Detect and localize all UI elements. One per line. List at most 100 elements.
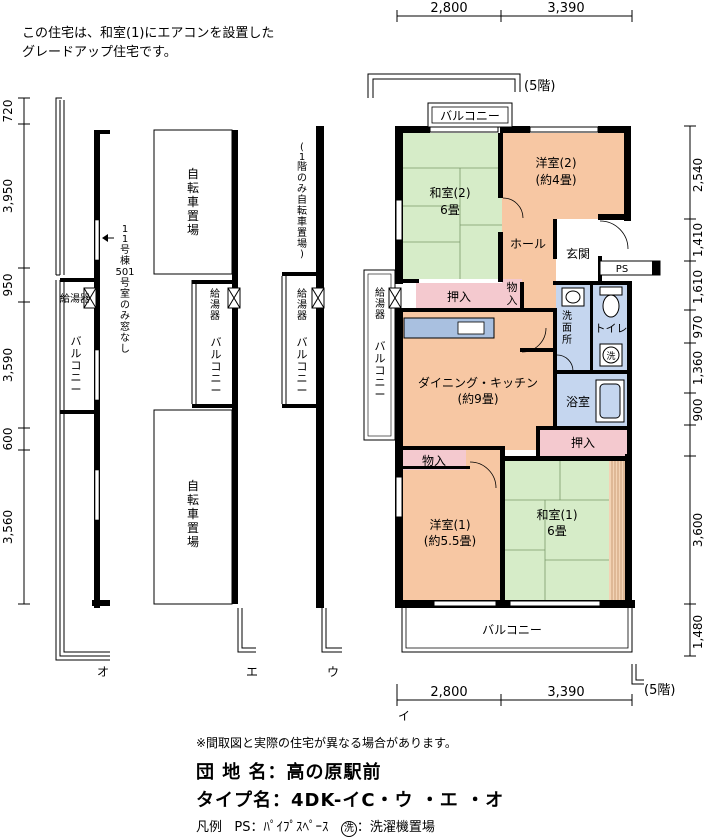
ldim-2: 3,950: [1, 179, 15, 213]
tatami-lines-1: [505, 460, 609, 600]
room-monoire1: [502, 279, 522, 311]
bathtub: [595, 379, 625, 423]
label-e: エ: [246, 665, 258, 679]
balcony-side-label-i: バルコニー: [375, 340, 386, 401]
balcony-bottom-label: バルコニー: [482, 623, 542, 637]
ldim-4: 3,590: [1, 348, 15, 382]
top-dim-b: 3,390: [547, 1, 584, 16]
monoire2-label: 物入: [422, 454, 446, 468]
tokonoma: [609, 460, 628, 600]
toilet-label: トイレ: [595, 322, 628, 335]
door-swings: [469, 197, 629, 489]
rdim-5: 1,360: [691, 351, 705, 385]
bottom-dim-b: 3,390: [547, 685, 584, 700]
dk-size: (約9畳): [458, 391, 499, 406]
room-oshiire2: [540, 429, 628, 456]
room-yoshitsu2: [502, 133, 628, 219]
rdim-4: 970: [691, 316, 705, 339]
washitsu2-size: 6畳: [440, 203, 460, 217]
washbasin: [561, 287, 585, 307]
wash-symbol: 洗: [606, 350, 615, 362]
right-dimensions: 2,540 1,410 1,610 970 1,360 900 3,600 1,…: [684, 125, 705, 657]
legend-title: 凡例: [196, 820, 223, 835]
yoshitsu2-size: (約4畳): [536, 172, 577, 187]
ldim-3: 950: [1, 274, 15, 297]
yoshitsu2-label: 洋室(2): [536, 155, 577, 170]
washing-machine-mark: 洗: [599, 343, 623, 367]
rdim-8: 1,480: [691, 615, 705, 649]
danchi-label: 団 地 名：: [196, 762, 287, 783]
bottom-roof-outline: (5階): [631, 664, 675, 698]
label-i: イ: [398, 709, 410, 723]
top-roof-outline: (5階): [367, 73, 555, 98]
unit-e: 給湯器 バルコニー 自転車置場 自転車置場 エ: [153, 129, 258, 679]
type-row: タイプ名：4DK-イC・ウ ・エ ・オ: [196, 786, 504, 812]
label-o: オ: [97, 665, 109, 679]
yoshitsu1-size: (約5.5畳): [424, 533, 476, 548]
rdim-3: 1,610: [691, 270, 705, 304]
room-monoire2: [402, 450, 466, 470]
o-kyutoki: 給湯器: [60, 292, 90, 305]
intro-text: この住宅は、和室(1)にエアコンを設置した グレードアップ住宅です。: [22, 24, 274, 62]
floor-label-top: (5階): [524, 79, 555, 94]
ldim-1: 720: [1, 100, 15, 123]
windows-top: [395, 126, 601, 607]
washitsu1-size: 6畳: [547, 524, 567, 538]
disclaimer-note: ※間取図と実際の住宅が異なる場合があります。: [196, 736, 457, 750]
kyutoki-label-i: 給湯器: [375, 286, 385, 321]
type-label: タイプ名：: [196, 790, 291, 811]
bottom-dimension: 2,800 3,390: [396, 684, 633, 706]
legend-ps: PS：ﾊﾟｲﾌﾟｽﾍﾟｰｽ: [234, 820, 329, 835]
legend-wash-icon: 洗: [340, 821, 357, 837]
label-u: ウ: [327, 665, 339, 679]
svg-text:給湯器: 給湯器: [297, 287, 307, 322]
rdim-2: 1,410: [691, 223, 705, 257]
room-labels: 和室(2) 6畳 洋室(2) (約4畳) ホール 玄関 押入 物 入 トイレ 洗…: [418, 155, 628, 548]
type-value: 4DK-イC・ウ ・エ ・オ: [291, 790, 505, 811]
rdim-6: 900: [691, 399, 705, 422]
toilet-fixture: [599, 286, 623, 318]
genkan-label: 玄関: [566, 246, 590, 261]
senmenjo-label-2: 面: [562, 323, 572, 334]
room-genkan: [556, 219, 600, 281]
balcony-top: バルコニー: [427, 102, 513, 128]
ps-label: PS: [616, 264, 628, 275]
balcony-bottom: バルコニー: [401, 608, 633, 653]
washitsu1-label: 和室(1): [537, 507, 578, 522]
rdim-1: 2,540: [691, 158, 705, 192]
danchi-row: 団 地 名：高の原駅前: [196, 758, 382, 784]
balcony-top-label: バルコニー: [440, 109, 500, 123]
dk-label: ダイニング・キッチン: [418, 375, 538, 390]
oshiire2-label: 押入: [571, 436, 595, 450]
washitsu2-label: 和室(2): [430, 185, 471, 200]
left-dimensions: 720 3,950 950 3,590 600 3,560: [1, 97, 30, 605]
svg-text:バルコニー: バルコニー: [211, 336, 222, 397]
ldim-5: 600: [1, 428, 15, 451]
monoire1-label-b: 入: [507, 294, 518, 307]
ps-box: PS: [599, 260, 661, 276]
intro-line-2: グレードアップ住宅です。: [22, 45, 177, 60]
senmenjo-label-1: 洗: [562, 310, 572, 322]
monoire1-label-a: 物: [507, 280, 518, 294]
room-oshiire1: [416, 283, 502, 311]
senmenjo-label-3: 所: [562, 334, 572, 346]
svg-text:給湯器: 給湯器: [210, 287, 220, 322]
top-dim-a: 2,800: [430, 1, 467, 16]
side-balcony-i: 給湯器 バルコニー: [363, 269, 402, 441]
legend-wash: ：洗濯機置場: [356, 820, 435, 835]
svg-text:バルコニー: バルコニー: [297, 336, 308, 397]
yokushitsu-label: 浴室: [566, 394, 590, 409]
yoshitsu1-label: 洋室(1): [430, 517, 471, 532]
e-bike2: 自転車置場: [187, 479, 199, 549]
intro-line-1: この住宅は、和室(1)にエアコンを設置した: [22, 26, 275, 41]
room-yoshitsu1: [400, 470, 502, 600]
room-washitsu1: [505, 460, 609, 600]
tatami-lines-2: [400, 167, 502, 279]
danchi-value: 高の原駅前: [286, 762, 382, 783]
bottom-dim-a: 2,800: [430, 685, 467, 700]
ldim-6: 3,560: [1, 510, 15, 544]
